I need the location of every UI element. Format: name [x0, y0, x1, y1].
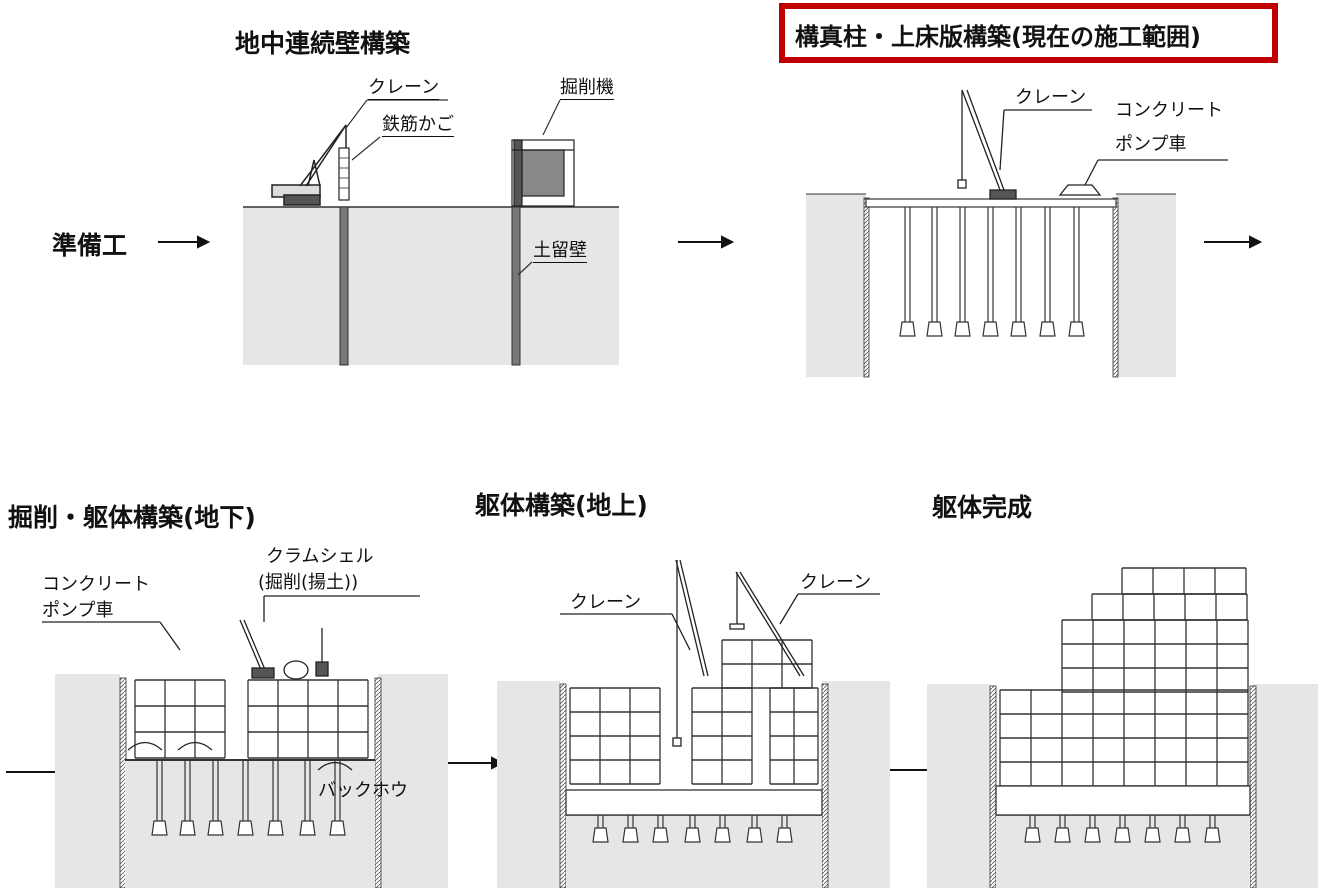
above-ground-frame [565, 639, 823, 843]
step-title-above: 躯体構築(地上) [475, 491, 648, 520]
panel4-cranes [560, 559, 880, 747]
current-scope-highlight [779, 3, 1278, 63]
panel3-equipment [42, 595, 420, 771]
panel2-equipment [957, 89, 1228, 200]
step-title-wall: 地中連続壁構築 [235, 29, 411, 58]
panel3-piles [151, 760, 346, 836]
retaining-wall-right [511, 206, 521, 366]
completed-frame [995, 567, 1251, 843]
label-pump-line2: ポンプ車 [1115, 134, 1187, 155]
label-crane-left: クレーン [570, 592, 642, 613]
label-pump-line2: ポンプ車 [42, 600, 114, 621]
rebar-cage [338, 147, 350, 201]
label-rebar-cage: 鉄筋かご [382, 114, 454, 137]
step-title-excavation: 掘削・躯体構築(地下) [8, 503, 256, 532]
label-clamshell-line2: (掘削(揚土)) [258, 572, 359, 593]
plunge-columns [899, 207, 1085, 337]
top-slab [865, 198, 1117, 208]
label-backhoe: バックホウ [318, 780, 408, 801]
label-pump-line1: コンクリート [42, 574, 150, 595]
label-retaining-wall: 土留壁 [533, 240, 587, 263]
step-title-prep: 準備工 [52, 231, 128, 260]
panel-column-slab [806, 193, 1176, 378]
panel-wall-construction [243, 99, 619, 366]
step-title-complete: 躯体完成 [932, 493, 1033, 522]
retaining-wall-left [339, 206, 349, 366]
excavation-machine [511, 139, 575, 207]
ground-block [243, 207, 619, 365]
label-crane: クレーン [368, 77, 440, 100]
label-clamshell-line1: クラムシェル [266, 546, 374, 567]
crawler-crane [271, 124, 347, 206]
basement-frame [125, 679, 375, 761]
step-title-column: 構真柱・上床版構築(現在の施工範囲) [795, 23, 1201, 51]
label-crane-right: クレーン [800, 572, 872, 593]
label-pump-line1: コンクリート [1115, 100, 1223, 121]
label-crane: クレーン [1015, 87, 1087, 108]
label-excavator: 掘削機 [560, 77, 614, 100]
